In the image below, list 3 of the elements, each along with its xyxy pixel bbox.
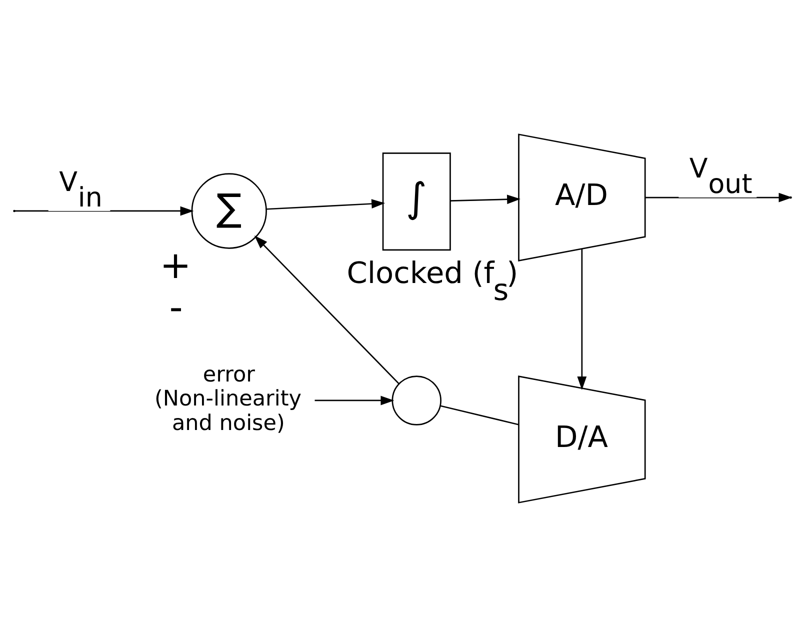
node-label: - (169, 284, 183, 328)
node-text: error (Non-linearity and noise) (154, 362, 302, 436)
node-label: + (160, 242, 192, 287)
